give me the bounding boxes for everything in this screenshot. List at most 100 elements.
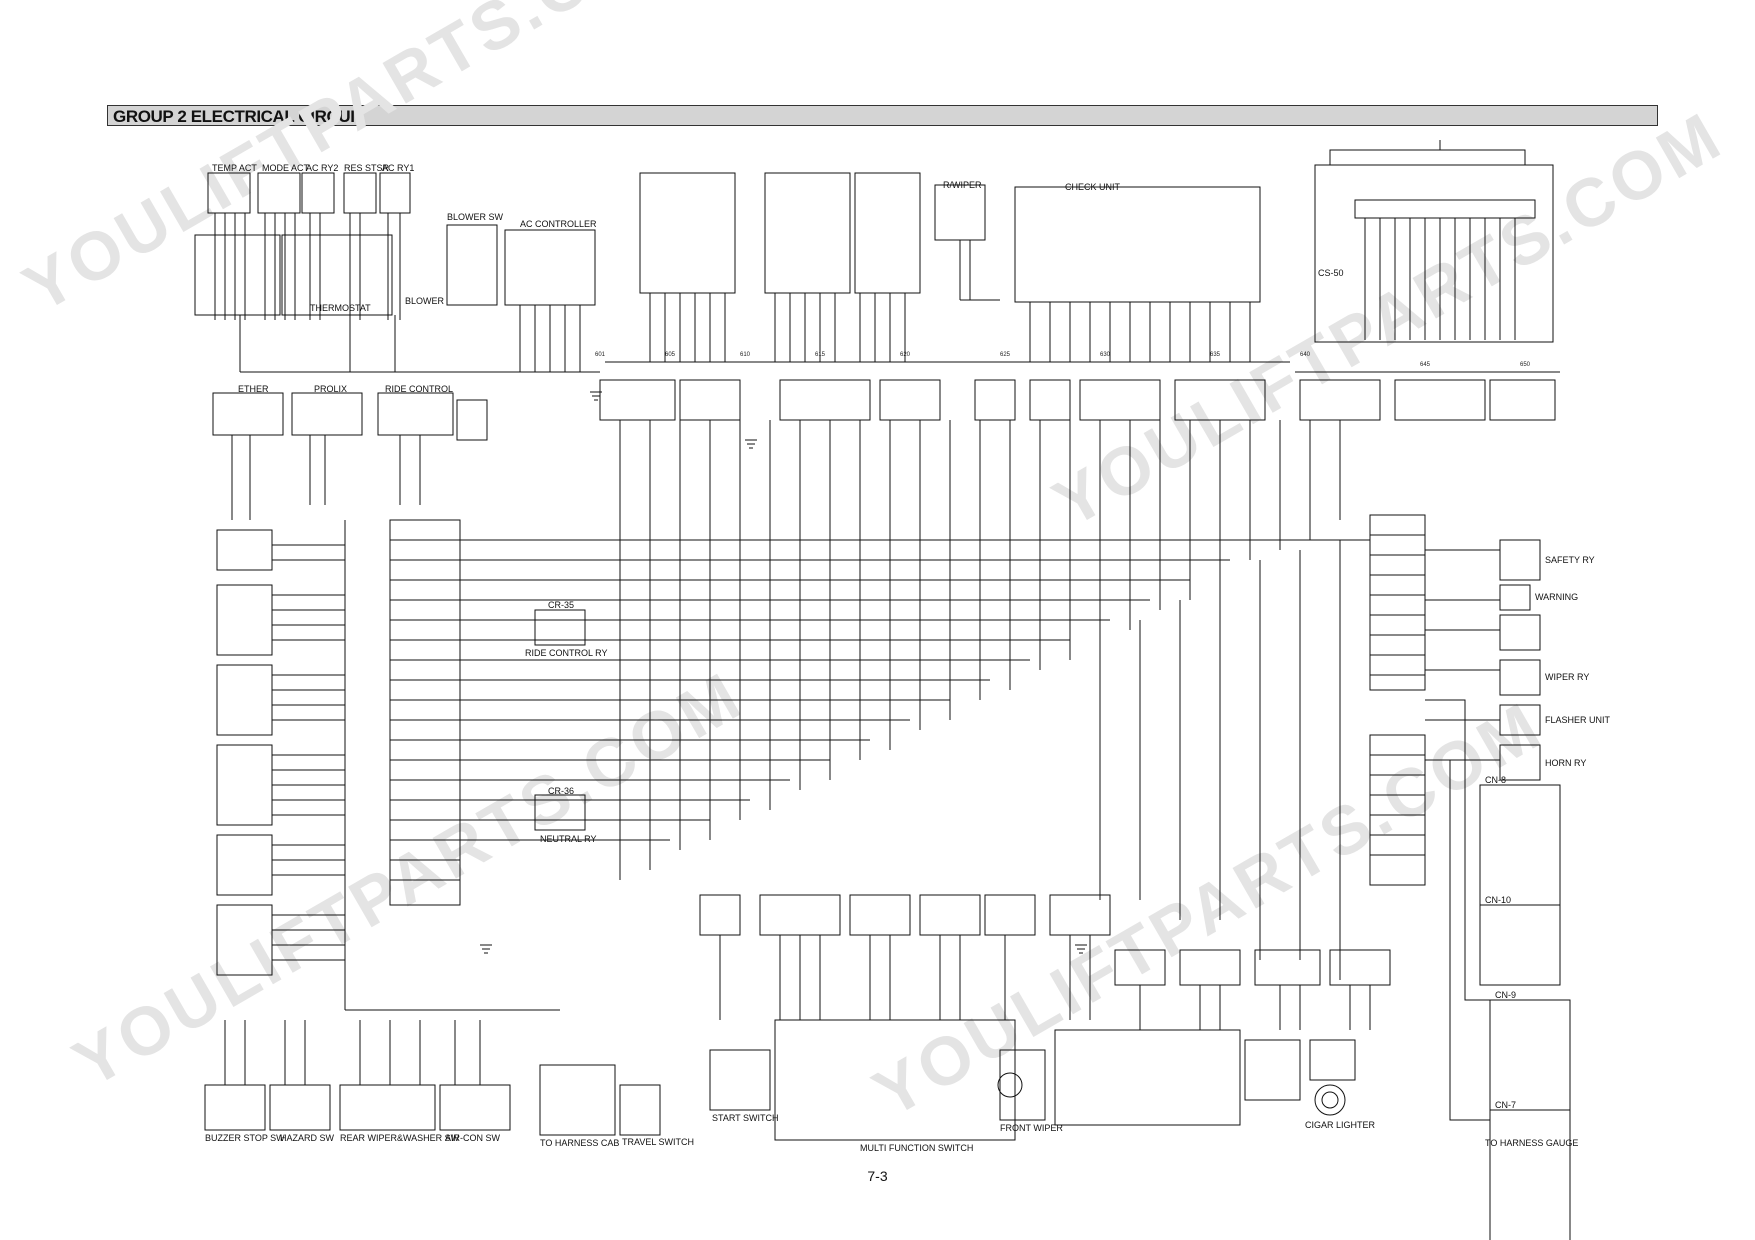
- cn-3-table: [764, 172, 851, 294]
- ride-control-label: RIDE CONTROL: [385, 384, 454, 394]
- ether-box: [212, 392, 284, 436]
- lower-splice-8: [1179, 949, 1241, 986]
- cigar-lighter-label: CIGAR LIGHTER: [1305, 1120, 1376, 1130]
- buzzer-stop-sw-box: [204, 1084, 266, 1131]
- cn-13-box: [1309, 1039, 1356, 1081]
- cr-26-box: [1499, 614, 1541, 651]
- ride-control-box: [377, 392, 454, 436]
- svg-text:635: 635: [1210, 352, 1221, 358]
- svg-text:620: 620: [900, 352, 911, 358]
- splice-row-7: [1079, 379, 1161, 421]
- multi-function-switch-label: MULTI FUNCTION SWITCH: [860, 1143, 974, 1153]
- lower-splice-2: [759, 894, 841, 936]
- buzzer-stop-sw-label: BUZZER STOP SW: [205, 1133, 285, 1143]
- svg-text:640: 640: [1300, 352, 1311, 358]
- to-harness-cab-box: [539, 1064, 616, 1136]
- prolix-box: [291, 392, 363, 436]
- to-harness-gauge-label: TO HARNESS GAUGE: [1485, 1138, 1579, 1148]
- cn-7-table: [1489, 1109, 1571, 1240]
- mode-act-box: [257, 172, 301, 214]
- cn-8-table: [1479, 784, 1561, 906]
- lower-splice-6: [1049, 894, 1111, 936]
- res-stsr-label: RES STSR: [344, 163, 390, 173]
- harness-left-top2: [281, 234, 393, 316]
- cn-7-title: CN-7: [1495, 1100, 1517, 1110]
- front-wiper-box: [999, 1049, 1046, 1121]
- lower-splice-5: [984, 894, 1036, 936]
- splice-row-11: [1489, 379, 1556, 421]
- central-splice-column: [389, 519, 461, 906]
- splice-row-6: [1029, 379, 1071, 421]
- page-number: 7-3: [867, 1168, 888, 1184]
- res-stsr-box: [343, 172, 377, 214]
- cs-42-box: [216, 664, 273, 736]
- cn-10-table: [1479, 904, 1561, 986]
- right-splice-column: [1369, 514, 1426, 691]
- thermostat-label: THERMOSTAT: [310, 303, 371, 313]
- front-wiper-motor: [997, 1072, 1023, 1098]
- section-title-bar: GROUP 2 ELECTRICAL CIRCUIT: [107, 105, 1658, 126]
- cs-23-box: [216, 904, 273, 976]
- warning-box: [1499, 584, 1531, 611]
- safety-ry-box: [1499, 539, 1541, 581]
- rear-wiper-washer-sw-label: REAR WIPER&WASHER SW: [340, 1133, 460, 1143]
- right-splice-column-2: [1369, 734, 1426, 886]
- cigar-lighter: [1314, 1084, 1346, 1116]
- lower-splice-3: [849, 894, 911, 936]
- cn-2-table: [854, 172, 921, 294]
- splice-row-2: [679, 379, 741, 421]
- blower-sw-label: BLOWER SW: [447, 212, 504, 222]
- splice-row-10: [1394, 379, 1486, 421]
- cr-36-label: CR-36: [548, 786, 575, 796]
- cr-35-label: CR-35: [548, 600, 575, 610]
- blower-label: BLOWER: [405, 296, 445, 306]
- bottom-right-connectors: [1054, 1029, 1241, 1126]
- safety-ry-label: SAFETY RY: [1545, 555, 1595, 565]
- cn-8-title: CN-8: [1485, 775, 1507, 785]
- flasher-unit-box: [1499, 704, 1541, 736]
- ac-ry2-label: AC RY2: [306, 163, 339, 173]
- svg-text:605: 605: [665, 352, 676, 358]
- horn-ry-label: HORN RY: [1545, 758, 1587, 768]
- ac-controller-label: AC CONTROLLER: [520, 219, 597, 229]
- cn-48-box: [456, 399, 488, 441]
- lower-splice-7: [1114, 949, 1166, 986]
- air-con-sw-label: AIR-CON SW: [445, 1133, 500, 1143]
- flasher-unit-label: FLASHER UNIT: [1545, 715, 1611, 725]
- cn-56-block: [1314, 164, 1554, 343]
- splice-row-3: [779, 379, 871, 421]
- page-title: GROUP 2 ELECTRICAL CIRCUIT: [113, 107, 365, 126]
- neutral-ry-label: NEUTRAL RY: [540, 834, 597, 844]
- svg-text:645: 645: [1420, 362, 1431, 368]
- cs-21-box: [216, 834, 273, 896]
- to-harness-cab-label: TO HARNESS CAB: [540, 1138, 620, 1148]
- ether-label: ETHER: [238, 384, 269, 394]
- cn-15-table: [639, 172, 736, 294]
- cl-4-box: [216, 529, 273, 571]
- rear-wiper-washer-sw-box: [339, 1084, 436, 1131]
- rwiper-box: [934, 184, 986, 241]
- lower-splice-9: [1254, 949, 1321, 986]
- cs-33-box: [216, 744, 273, 826]
- check-unit-label: CHECK UNIT: [1065, 182, 1121, 192]
- splice-row-8: [1174, 379, 1266, 421]
- wiper-ry-label: WIPER RY: [1545, 672, 1590, 682]
- hazard-sw-label: HAZARD SW: [280, 1133, 334, 1143]
- svg-text:610: 610: [740, 352, 751, 358]
- cn-14-box: [1244, 1039, 1301, 1101]
- rwiper-label: R/WIPER: [943, 180, 982, 190]
- start-switch-box: [709, 1049, 771, 1111]
- ac-ry1-label: AC RY1: [382, 163, 415, 173]
- harness-left-top: [194, 234, 281, 316]
- splice-row-9: [1299, 379, 1381, 421]
- splice-row-5: [974, 379, 1016, 421]
- temp-act-box: [207, 172, 251, 214]
- lower-splice-1: [699, 894, 741, 936]
- multi-function-switch-box: [774, 1019, 1016, 1141]
- ac-controller-box: [504, 229, 596, 306]
- hazard-sw-box: [269, 1084, 331, 1131]
- front-wiper-label: FRONT WIPER: [1000, 1123, 1063, 1133]
- horn-ry-box: [1499, 744, 1541, 781]
- prolix-label: PROLIX: [314, 384, 348, 394]
